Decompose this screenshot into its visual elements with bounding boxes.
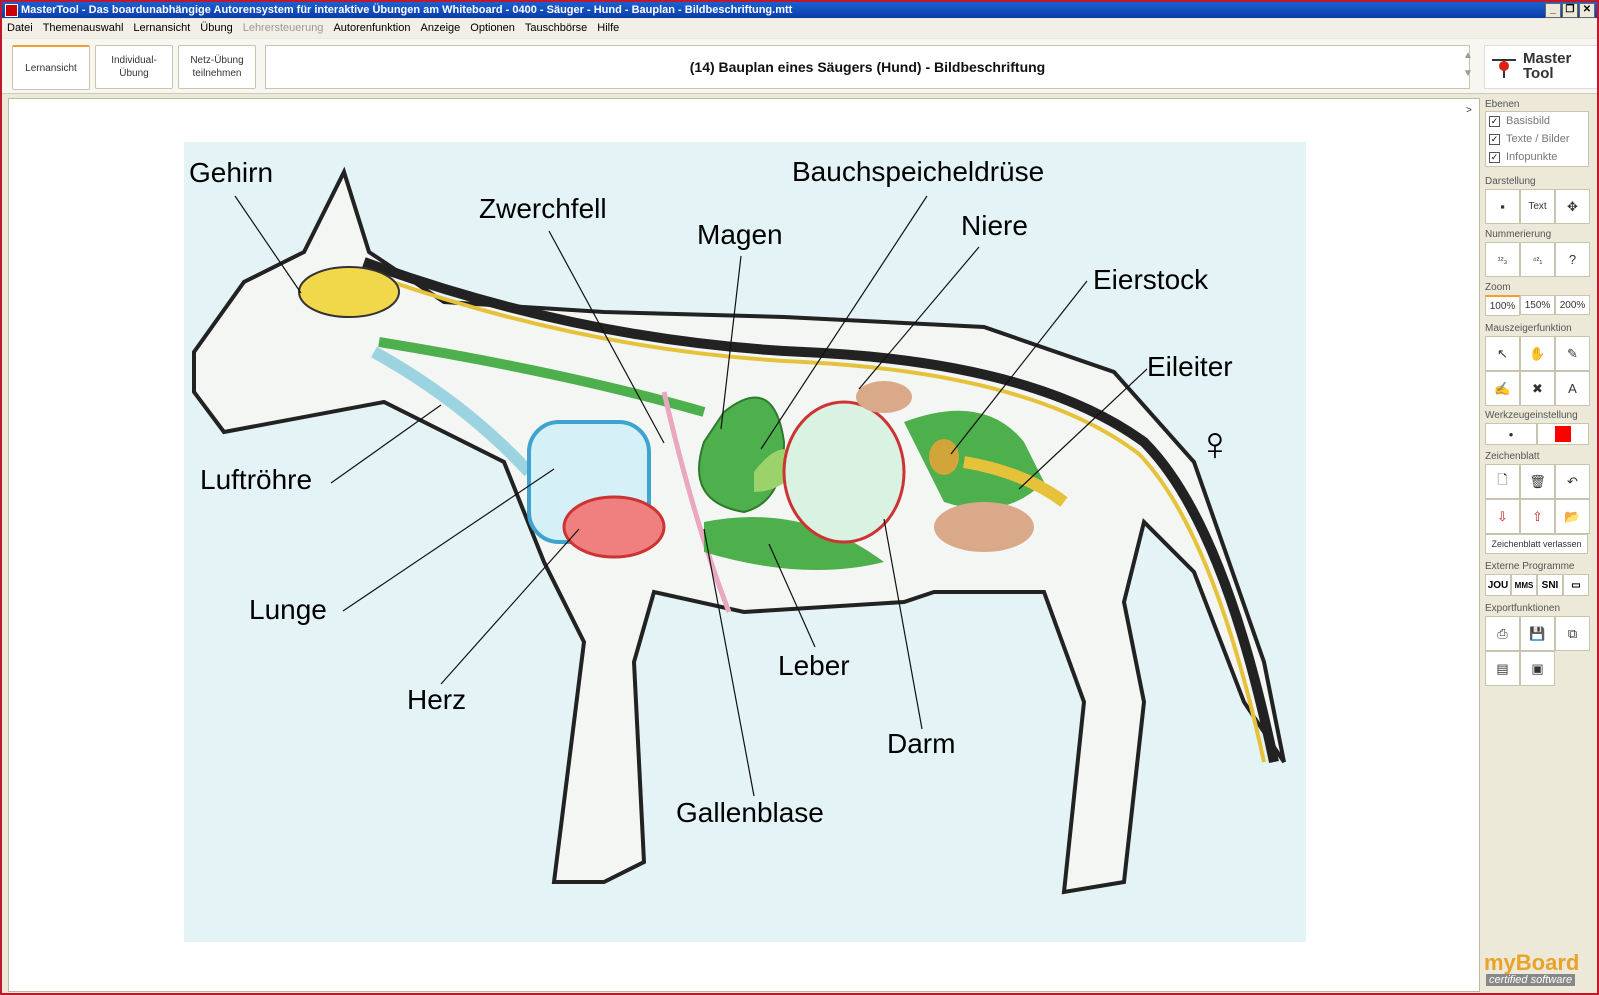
section-darstellung: Darstellung xyxy=(1485,176,1536,187)
darstellung-point-button[interactable]: ▪ xyxy=(1485,189,1520,224)
undo-icon[interactable]: ↶ xyxy=(1555,464,1590,499)
label-herz[interactable]: Herz xyxy=(407,684,467,715)
label-niere[interactable]: Niere xyxy=(961,210,1028,241)
label-bauchspeicheldruese[interactable]: Bauchspeicheldrüse xyxy=(792,156,1045,187)
stroke-size-button[interactable]: • xyxy=(1485,423,1537,445)
menu-tauschboerse[interactable]: Tauschbörse xyxy=(524,22,588,34)
section-export: Exportfunktionen xyxy=(1485,603,1561,614)
checkbox-icon[interactable]: ✓ xyxy=(1489,151,1500,163)
label-lunge[interactable]: Lunge xyxy=(249,594,327,625)
label-eierstock[interactable]: Eierstock xyxy=(1093,264,1209,295)
open-folder-icon[interactable]: 📂 xyxy=(1555,499,1590,534)
menu-lehrersteuerung: Lehrersteuerung xyxy=(242,22,324,34)
section-werkzeug: Werkzeugeinstellung xyxy=(1485,410,1578,421)
numbering-help-icon[interactable]: ? xyxy=(1555,242,1590,277)
copy-icon[interactable]: ⧉ xyxy=(1555,616,1590,651)
label-zwerchfell[interactable]: Zwerchfell xyxy=(479,193,607,224)
menu-autorenfunktion[interactable]: Autorenfunktion xyxy=(333,22,411,34)
panel-collapse-icon[interactable]: > xyxy=(1466,105,1472,116)
title-bar: MasterTool - Das boardunabhängige Autore… xyxy=(2,2,1597,18)
title-scroll[interactable]: ▲▼ xyxy=(1463,50,1473,79)
app-icon xyxy=(5,4,18,17)
toolbar: Lernansicht Individual- Übung Netz-Übung… xyxy=(2,39,1597,94)
logo-icon xyxy=(1492,59,1516,78)
pointer-icon[interactable]: ↖ xyxy=(1485,336,1520,371)
logo-text: Master Tool xyxy=(1523,50,1572,82)
individual-uebung-button[interactable]: Individual- Übung xyxy=(95,45,173,89)
section-nummerierung: Nummerierung xyxy=(1485,229,1552,240)
screen-icon[interactable]: ▭ xyxy=(1563,574,1589,596)
label-leber[interactable]: Leber xyxy=(778,650,850,681)
darstellung-text-button[interactable]: Text xyxy=(1520,189,1555,224)
save-icon[interactable]: 💾 xyxy=(1520,616,1555,651)
sni-button[interactable]: SNI xyxy=(1537,574,1563,596)
section-ebenen: Ebenen xyxy=(1485,99,1520,110)
zeichenblatt-verlassen-button[interactable]: Zeichenblatt verlassen xyxy=(1485,534,1588,554)
menu-themenauswahl[interactable]: Themenauswahl xyxy=(42,22,124,34)
jou-button[interactable]: JOU xyxy=(1485,574,1511,596)
new-sheet-icon[interactable]: 🗋 xyxy=(1485,464,1520,499)
pen-color-button[interactable] xyxy=(1537,423,1589,445)
checkbox-icon[interactable]: ✓ xyxy=(1489,115,1500,127)
tool-panel: Ebenen ✓Basisbild ✓Texte / Bilder ✓Infop… xyxy=(1482,98,1595,990)
checkbox-icon[interactable]: ✓ xyxy=(1489,133,1500,145)
exercise-title: (14) Bauplan eines Säugers (Hund) - Bild… xyxy=(265,45,1470,89)
mastertool-logo: Master Tool xyxy=(1484,45,1597,89)
label-gallenblase[interactable]: Gallenblase xyxy=(676,797,824,828)
section-externe: Externe Programme xyxy=(1485,561,1575,572)
label-luftroehre[interactable]: Luftröhre xyxy=(200,464,313,495)
layers-box: ✓Basisbild ✓Texte / Bilder ✓Infopunkte xyxy=(1485,111,1589,167)
menu-optionen[interactable]: Optionen xyxy=(470,22,515,34)
menu-hilfe[interactable]: Hilfe xyxy=(597,22,620,34)
menu-bar: Datei Themenauswahl Lernansicht Übung Le… xyxy=(2,19,1597,38)
text-tool-icon[interactable]: A xyxy=(1555,371,1590,406)
label-eileiter[interactable]: Eileiter xyxy=(1147,351,1233,382)
layer-infopunkte[interactable]: ✓Infopunkte xyxy=(1489,151,1558,163)
menu-lernansicht[interactable]: Lernansicht xyxy=(133,22,191,34)
trash-icon[interactable]: 🗑 xyxy=(1520,464,1555,499)
minimize-button[interactable]: _ xyxy=(1545,3,1561,18)
zoom-200-button[interactable]: 200% xyxy=(1555,295,1590,315)
close-button[interactable]: ✕ xyxy=(1579,3,1595,18)
label-gehirn[interactable]: Gehirn xyxy=(189,157,274,188)
document-icon[interactable]: ▤ xyxy=(1485,651,1520,686)
certified-software-badge: certified software xyxy=(1486,974,1576,986)
print-icon[interactable]: ⎙ xyxy=(1485,616,1520,651)
presentation-icon[interactable]: ▣ xyxy=(1520,651,1555,686)
export-icon[interactable]: ⇧ xyxy=(1520,499,1555,534)
menu-anzeige[interactable]: Anzeige xyxy=(420,22,461,34)
netz-uebung-button[interactable]: Netz-Übung teilnehmen xyxy=(178,45,256,89)
restore-button[interactable]: ❐ xyxy=(1562,3,1578,18)
zoom-150-button[interactable]: 150% xyxy=(1520,295,1555,315)
hand-icon[interactable]: ✋ xyxy=(1520,336,1555,371)
layer-basisbild[interactable]: ✓Basisbild xyxy=(1489,115,1551,127)
section-mauszeiger: Mauszeigerfunktion xyxy=(1485,323,1572,334)
menu-datei[interactable]: Datei xyxy=(7,22,33,34)
color-swatch xyxy=(1555,426,1571,442)
section-zoom: Zoom xyxy=(1485,282,1511,293)
menu-uebung[interactable]: Übung xyxy=(200,22,233,34)
window-title: MasterTool - Das boardunabhängige Autore… xyxy=(21,4,793,16)
darstellung-move-button[interactable]: ✥ xyxy=(1555,189,1590,224)
mms-button[interactable]: MMS xyxy=(1511,574,1537,596)
lernansicht-button[interactable]: Lernansicht xyxy=(12,45,90,90)
highlighter-icon[interactable]: ✍ xyxy=(1485,371,1520,406)
label-darm[interactable]: Darm xyxy=(887,728,956,759)
import-icon[interactable]: ⇩ xyxy=(1485,499,1520,534)
pen-icon[interactable]: ✎ xyxy=(1555,336,1590,371)
section-zeichenblatt: Zeichenblatt xyxy=(1485,451,1540,462)
exercise-canvas[interactable]: Gehirn Zwerchfell Magen Bauchspeicheldrü… xyxy=(8,98,1480,992)
numbering-random-icon[interactable]: ⁴²₁ xyxy=(1520,242,1555,277)
numbering-ordered-icon[interactable]: ¹²₃ xyxy=(1485,242,1520,277)
female-symbol: ♀ xyxy=(1197,418,1233,471)
label-magen[interactable]: Magen xyxy=(697,219,783,250)
eraser-icon[interactable]: ✖ xyxy=(1520,371,1555,406)
myboard-logo: myBoard xyxy=(1484,950,1580,975)
zoom-100-button[interactable]: 100% xyxy=(1485,295,1520,316)
layer-texte-bilder[interactable]: ✓Texte / Bilder xyxy=(1489,133,1570,145)
